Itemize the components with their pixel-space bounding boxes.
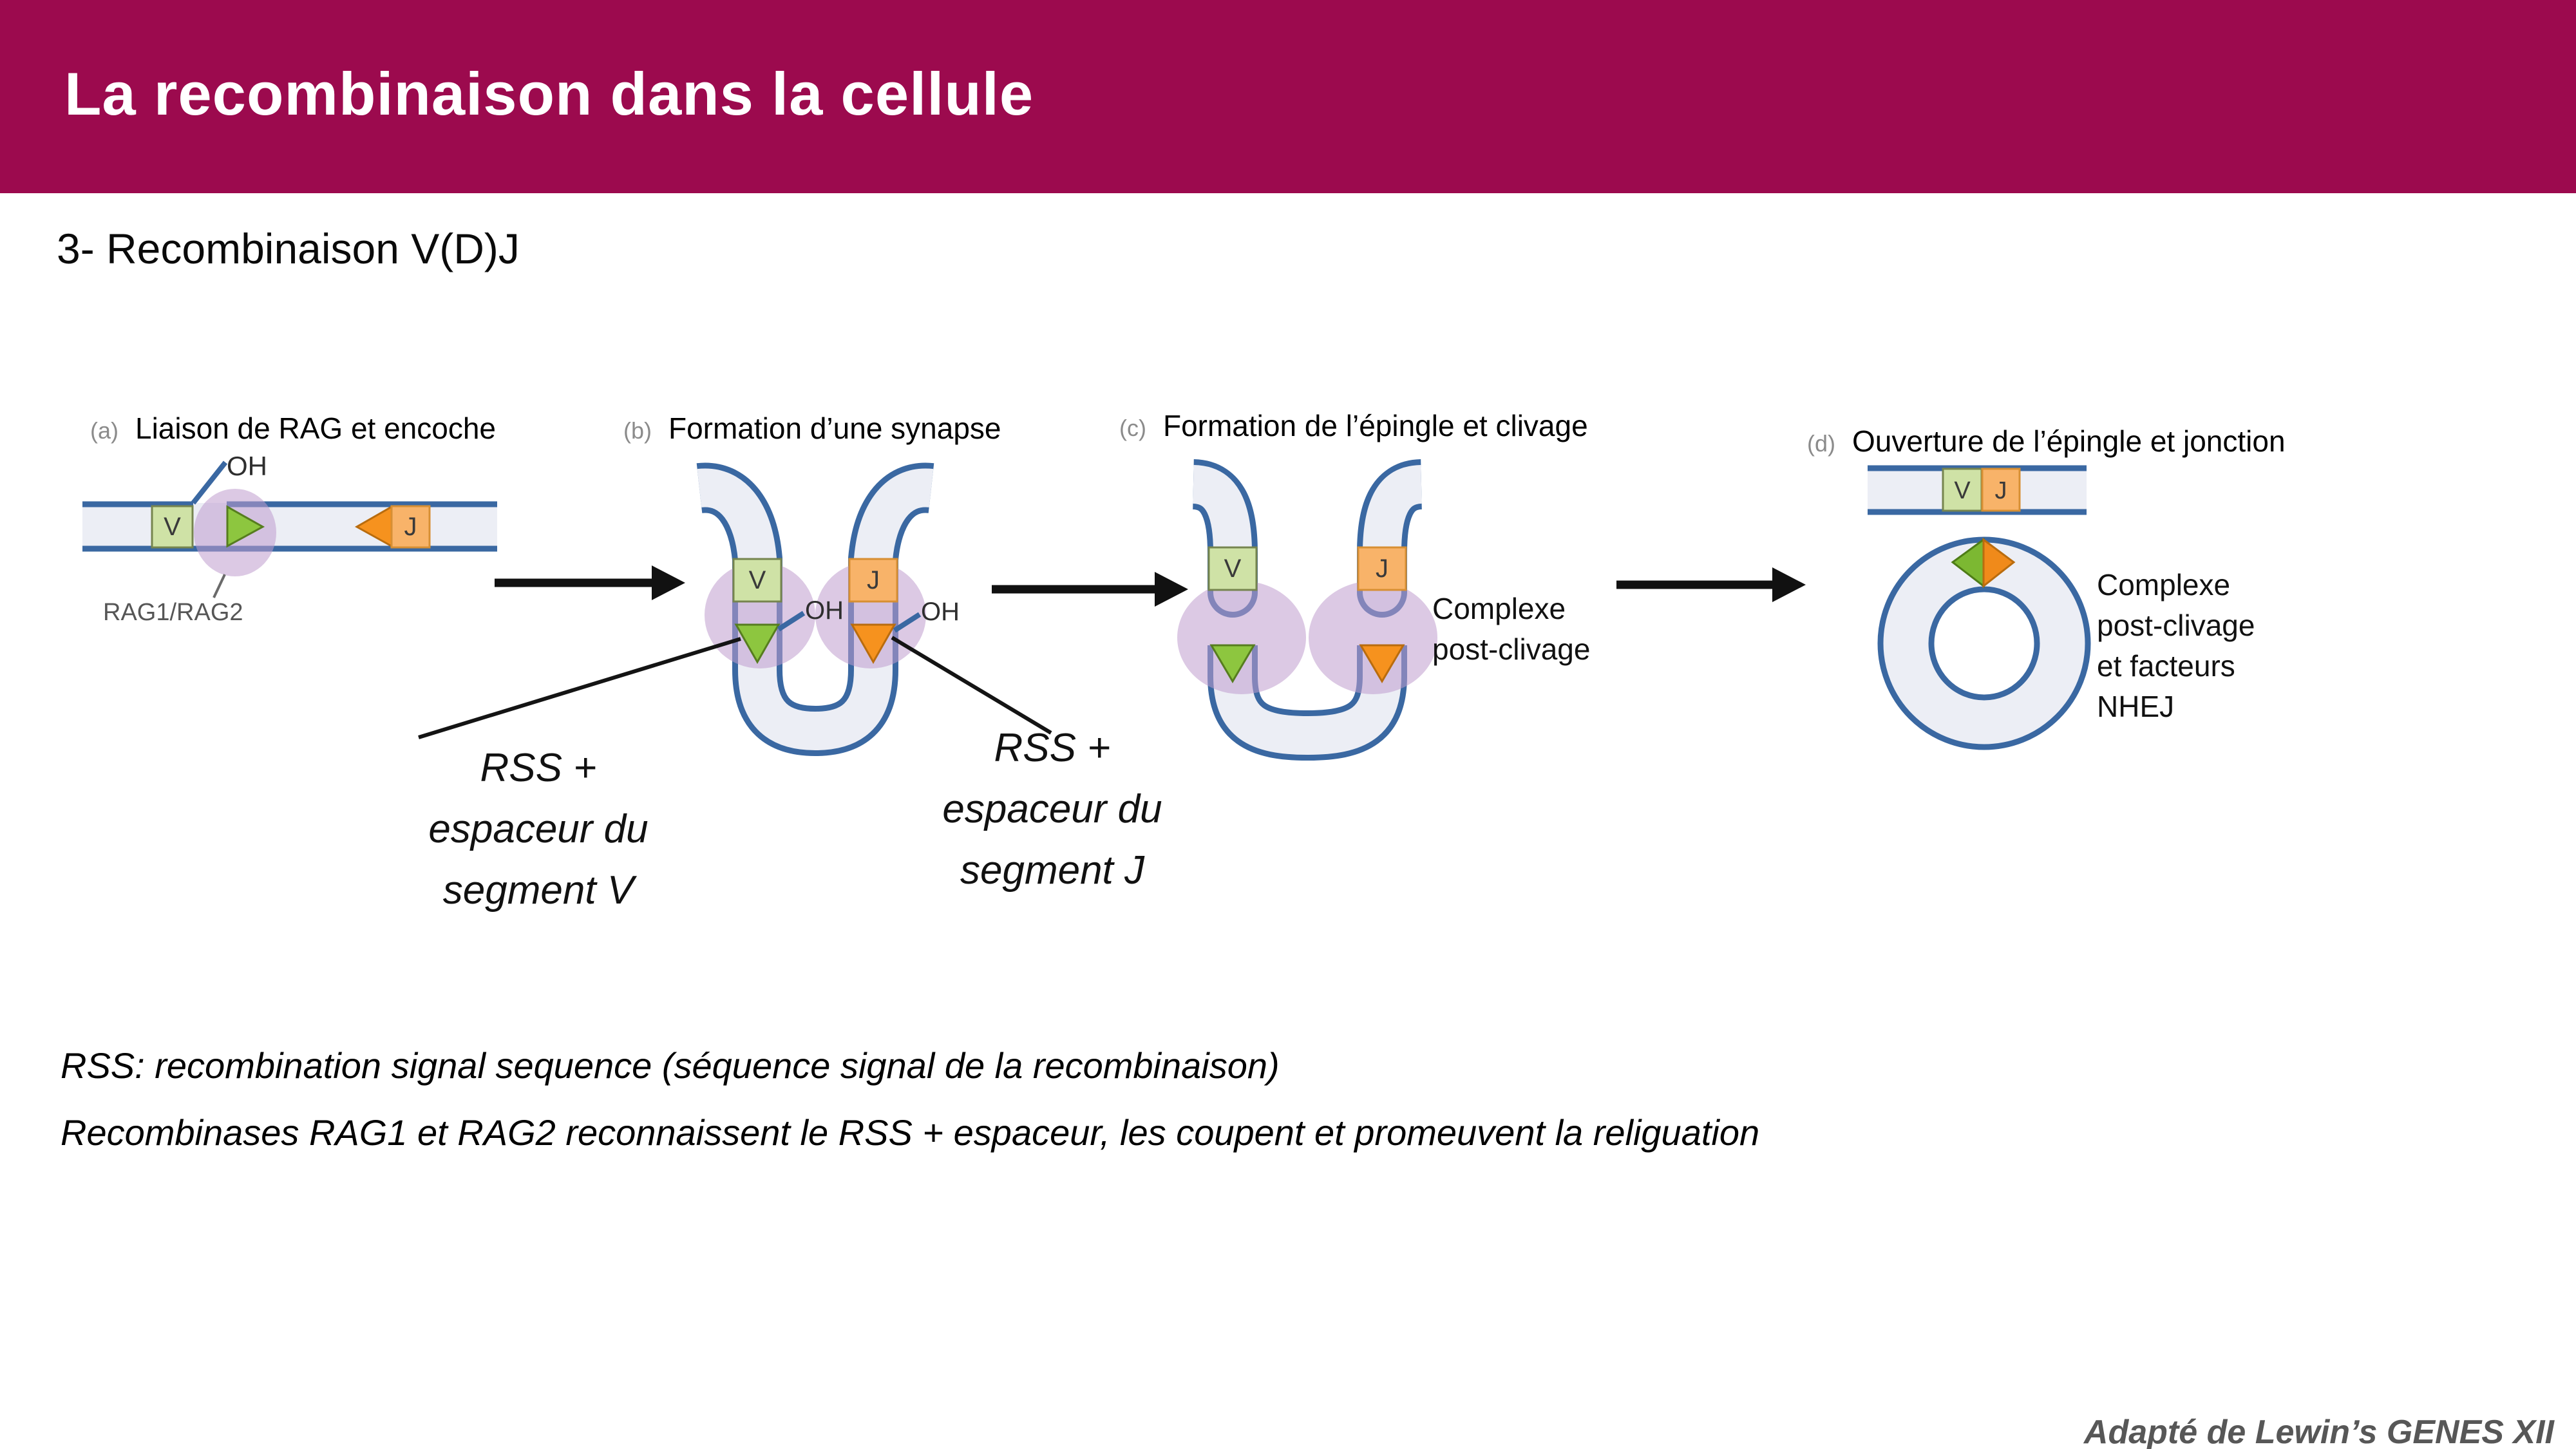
segment-j-label-b: J bbox=[867, 566, 880, 594]
panel-d-letter: (d) bbox=[1807, 430, 1835, 457]
panel-b-title: Formation d’une synapse bbox=[668, 412, 1001, 445]
section-subtitle: 3- Recombinaison V(D)J bbox=[57, 225, 520, 272]
rss-v-pointer-line bbox=[418, 637, 741, 739]
segment-j-box-b bbox=[848, 558, 898, 603]
segment-v-box-c bbox=[1208, 546, 1258, 591]
segment-v-label-d: V bbox=[1954, 477, 1971, 504]
oh-line-b-left bbox=[777, 611, 806, 632]
complexe-d-line1: Complexe bbox=[2097, 568, 2231, 601]
page-title: La recombinaison dans la cellule bbox=[64, 60, 1034, 128]
complexe-d-line3: et facteurs bbox=[2097, 649, 2235, 683]
arrow-a-to-b bbox=[495, 565, 685, 600]
post-cleavage-complex-label: Complexe post-clivage bbox=[1432, 589, 1590, 670]
panel-b-caption: (b) Formation d’une synapse bbox=[623, 411, 1001, 446]
post-cleavage-nhej-label: Complexe post-clivage et facteurs NHEJ bbox=[2097, 565, 2255, 727]
arrow-b-to-c bbox=[992, 572, 1188, 607]
segment-j-label-c: J bbox=[1376, 554, 1388, 583]
rss-triangle-v-c bbox=[1209, 644, 1256, 683]
signal-circle-inner bbox=[1928, 586, 2040, 701]
rss-triangle-j-c bbox=[1359, 644, 1405, 683]
segment-j-box-c bbox=[1357, 546, 1407, 591]
complexe-c-line1: Complexe bbox=[1432, 592, 1566, 625]
panel-c-title: Formation de l’épingle et clivage bbox=[1162, 409, 1588, 442]
rss-triangle-j-b bbox=[850, 623, 896, 665]
rss-j-line1: RSS + bbox=[994, 726, 1111, 770]
header-bar bbox=[0, 0, 2576, 193]
oh-line-b-right bbox=[893, 612, 922, 633]
rss-j-pointer-line bbox=[891, 636, 1052, 735]
panel-b-synapse-loop bbox=[696, 462, 934, 757]
rss-triangle-v-b bbox=[734, 623, 781, 665]
arrow-c-to-d bbox=[1616, 567, 1806, 602]
rag-pointer-line bbox=[213, 574, 226, 598]
panel-c-letter: (c) bbox=[1119, 415, 1146, 441]
oh-label-b-right: OH bbox=[921, 598, 960, 626]
rag-complex-circle-c-left bbox=[1177, 581, 1306, 694]
segment-v-label-c: V bbox=[1224, 554, 1242, 583]
rss-v-line1: RSS + bbox=[480, 746, 597, 790]
rss-spacer-v-label: RSS + espaceur du segment V bbox=[377, 737, 699, 921]
segment-j-label-d: J bbox=[1994, 477, 2007, 504]
source-credit: Adapté de Lewin’s GENES XII bbox=[2083, 1414, 2554, 1449]
segment-j-box-a bbox=[390, 505, 431, 549]
strand-a-body bbox=[82, 503, 497, 550]
nick-oh-line bbox=[191, 460, 228, 505]
panel-a-caption: (a) Liaison de RAG et encoche bbox=[90, 411, 496, 446]
oh-label-a: OH bbox=[227, 451, 267, 481]
segment-j-box-d bbox=[1981, 468, 2021, 512]
segment-v-box-b bbox=[732, 558, 782, 603]
segment-v-label-a: V bbox=[164, 513, 181, 541]
rss-v-line2: espaceur du bbox=[428, 807, 649, 851]
panel-b-letter: (b) bbox=[623, 417, 652, 444]
panel-d-title: Ouverture de l’épingle et jonction bbox=[1852, 424, 2286, 458]
complexe-c-line2: post-clivage bbox=[1432, 632, 1591, 666]
excised-loop-fill bbox=[1213, 645, 1401, 755]
panel-a-letter: (a) bbox=[90, 417, 118, 444]
recombinase-note: Recombinases RAG1 et RAG2 reconnaissent … bbox=[61, 1112, 1760, 1153]
panel-a-dna-strand bbox=[82, 460, 497, 552]
loop-b-fill bbox=[697, 468, 934, 751]
rss-triangle-v-a bbox=[226, 505, 265, 548]
rag-complex-circle-c-right bbox=[1309, 581, 1437, 694]
panel-d-joined-strand bbox=[1868, 465, 2087, 515]
signal-joint-diamond-orange bbox=[1982, 538, 2016, 589]
signal-joint-circle bbox=[1877, 536, 2091, 750]
segment-v-label-b: V bbox=[748, 566, 766, 594]
segment-j-label-a: J bbox=[404, 513, 417, 541]
segment-v-box-d bbox=[1942, 468, 1983, 512]
rag-enzymes-label: RAG1/RAG2 bbox=[103, 599, 243, 626]
panel-d-caption: (d) Ouverture de l’épingle et jonction bbox=[1807, 424, 2286, 459]
rss-j-line3: segment J bbox=[960, 848, 1145, 893]
segment-v-box-a bbox=[151, 505, 194, 549]
complexe-d-line4: NHEJ bbox=[2097, 690, 2175, 723]
panel-a-title: Liaison de RAG et encoche bbox=[135, 412, 497, 445]
rss-v-line3: segment V bbox=[442, 868, 634, 913]
rss-spacer-j-label: RSS + espaceur du segment J bbox=[891, 717, 1213, 901]
complexe-d-line2: post-clivage bbox=[2097, 609, 2255, 642]
rss-definition-note: RSS: recombination signal sequence (séqu… bbox=[61, 1045, 1280, 1086]
rss-j-line2: espaceur du bbox=[942, 787, 1162, 831]
oh-label-b-left: OH bbox=[805, 596, 844, 625]
panel-c-caption: (c) Formation de l’épingle et clivage bbox=[1119, 408, 1588, 443]
